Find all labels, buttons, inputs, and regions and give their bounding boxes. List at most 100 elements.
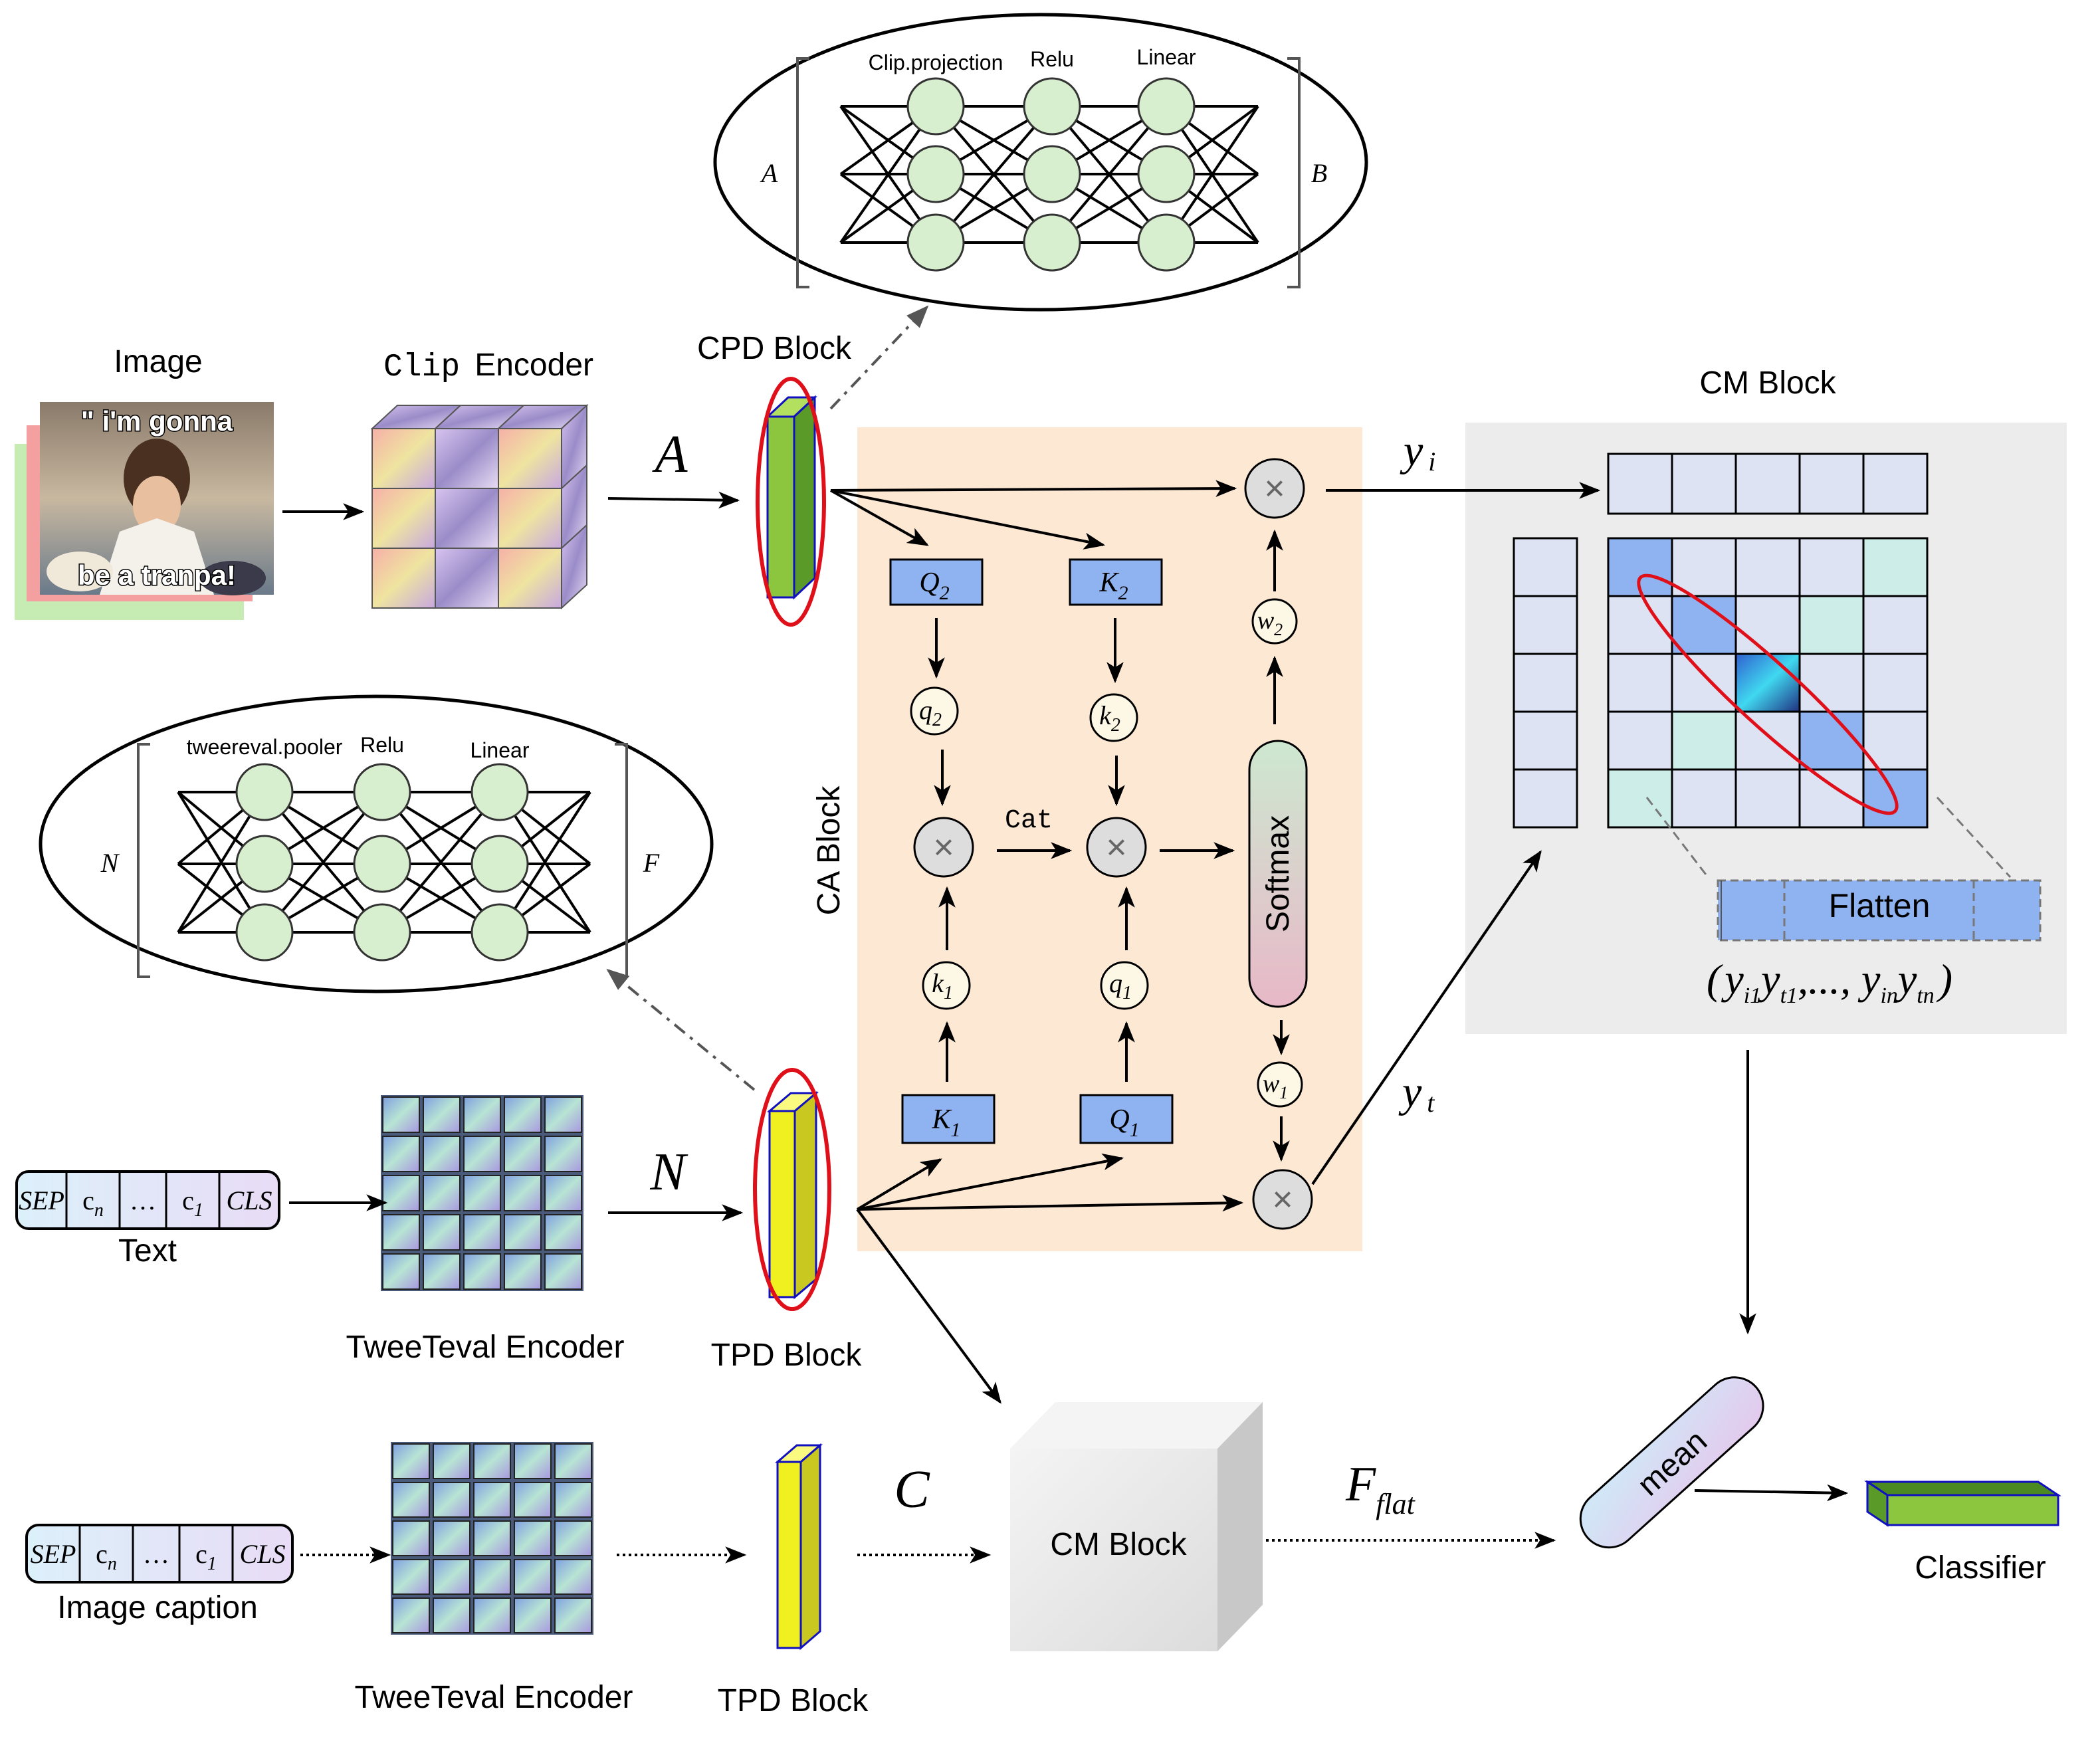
token-strip	[25, 1524, 294, 1584]
svg-text:Q1: Q1	[1109, 1104, 1139, 1141]
net-node	[906, 145, 965, 203]
encoder-cell	[473, 1559, 511, 1595]
matrix-cell	[1671, 595, 1737, 655]
cm-block-bottom: CM Block	[1010, 1402, 1263, 1651]
multiply-node-left: ×	[913, 817, 974, 878]
net-node	[471, 763, 529, 821]
svg-text:×: ×	[1106, 827, 1127, 867]
multiply-node-bottom: ×	[1252, 1169, 1313, 1230]
k2-small-node	[1089, 693, 1138, 742]
clip-cube-cell	[498, 548, 562, 609]
encoder-cell	[433, 1482, 471, 1518]
encoder-cell	[382, 1253, 420, 1290]
matrix-cell	[1734, 710, 1801, 771]
clip-cube-cell	[435, 488, 499, 549]
encoder-cell	[382, 1096, 420, 1133]
net-input-label: N	[100, 848, 120, 878]
net-node	[906, 213, 965, 272]
net-node	[1023, 77, 1081, 136]
tweeteval-encoder: TweeTeval Encoder	[346, 1095, 624, 1365]
token-3: c1	[182, 1185, 203, 1221]
net-input-label: A	[760, 158, 778, 188]
encoder-cell	[473, 1520, 511, 1556]
token-2: …	[130, 1185, 156, 1215]
matrix-cell	[1607, 768, 1673, 829]
matrix-cell	[1862, 537, 1929, 597]
meme-bottom-text: be a tranpa!	[78, 560, 236, 591]
encoder-cell	[504, 1214, 542, 1251]
matrix-cell	[1862, 710, 1929, 771]
matrix-cell	[1798, 653, 1865, 713]
yt-vector-cell	[1513, 653, 1578, 713]
caption-tpd-label: TPD Block	[718, 1683, 869, 1718]
encoder-cell	[473, 1443, 511, 1479]
var-a: A	[652, 425, 688, 484]
caption-tweeteval-encoder: TweeTeval Encoder	[355, 1442, 633, 1715]
encoder-cell	[514, 1443, 552, 1479]
cpd-block-label: CPD Block	[697, 331, 852, 366]
diagonal-ring	[1637, 573, 1899, 815]
cat-label: Cat	[1005, 806, 1053, 836]
encoder-cell	[463, 1214, 501, 1251]
svg-text:×: ×	[1272, 1179, 1293, 1219]
matrix-cell	[1862, 595, 1929, 655]
token-4: CLS	[240, 1539, 286, 1569]
image-label: Image	[114, 344, 202, 379]
text-label: Text	[118, 1233, 177, 1269]
encoder-cell	[544, 1136, 582, 1172]
encoder-cell	[473, 1482, 511, 1518]
net-node	[1137, 77, 1196, 136]
yi-vector-cell	[1734, 453, 1801, 515]
softmax-label: Softmax	[1261, 815, 1296, 932]
clip-cube-cell	[435, 548, 499, 609]
clip-cube-cell	[371, 428, 436, 489]
net-layer-label: tweereval.pooler	[187, 735, 343, 759]
svg-text:k1: k1	[932, 968, 953, 1003]
flatten-bar	[1717, 879, 2042, 942]
encoder-cell	[392, 1443, 430, 1479]
classifier: Classifier	[1864, 1480, 2061, 1586]
yi-vector-cell	[1607, 453, 1673, 515]
svg-text:K1: K1	[931, 1104, 960, 1141]
encoder-cell	[554, 1559, 592, 1595]
net-node	[353, 835, 411, 893]
net-node	[471, 903, 529, 962]
tpd-ring	[753, 1068, 831, 1311]
net-output-label: B	[1311, 158, 1327, 188]
net-node	[353, 903, 411, 962]
encoder-cell	[392, 1520, 430, 1556]
svg-text:×: ×	[933, 827, 954, 867]
svg-text:K2: K2	[1099, 567, 1128, 604]
svg-text:k2: k2	[1099, 700, 1120, 736]
matrix-cell	[1798, 710, 1865, 771]
tpd-detail-pointer	[606, 968, 756, 1091]
token-1: cn	[96, 1539, 117, 1574]
encoder-cell	[382, 1136, 420, 1172]
flatten-label: Flatten	[1829, 887, 1931, 924]
k2-box	[1069, 558, 1163, 606]
encoder-cell	[463, 1136, 501, 1172]
clip-cube-cell	[371, 488, 436, 549]
token-1: cn	[82, 1185, 104, 1221]
encoder-cell	[544, 1096, 582, 1133]
encoder-cell	[423, 1136, 461, 1172]
yi-vector-cell	[1862, 453, 1929, 515]
encoder-cell	[423, 1214, 461, 1251]
encoder-cell	[554, 1520, 592, 1556]
encoder-cell	[433, 1520, 471, 1556]
encoder-cell	[504, 1253, 542, 1290]
token-2: …	[143, 1539, 169, 1569]
yt-vector-cell	[1513, 768, 1578, 829]
encoder-cell	[504, 1136, 542, 1172]
encoder-cell	[463, 1253, 501, 1290]
q2-box	[889, 558, 984, 606]
matrix-cell	[1734, 595, 1801, 655]
connector-arrows	[282, 480, 1849, 1502]
matrix-cell	[1607, 653, 1673, 713]
q2-small-node	[910, 686, 959, 736]
matrix-cell	[1734, 653, 1801, 713]
